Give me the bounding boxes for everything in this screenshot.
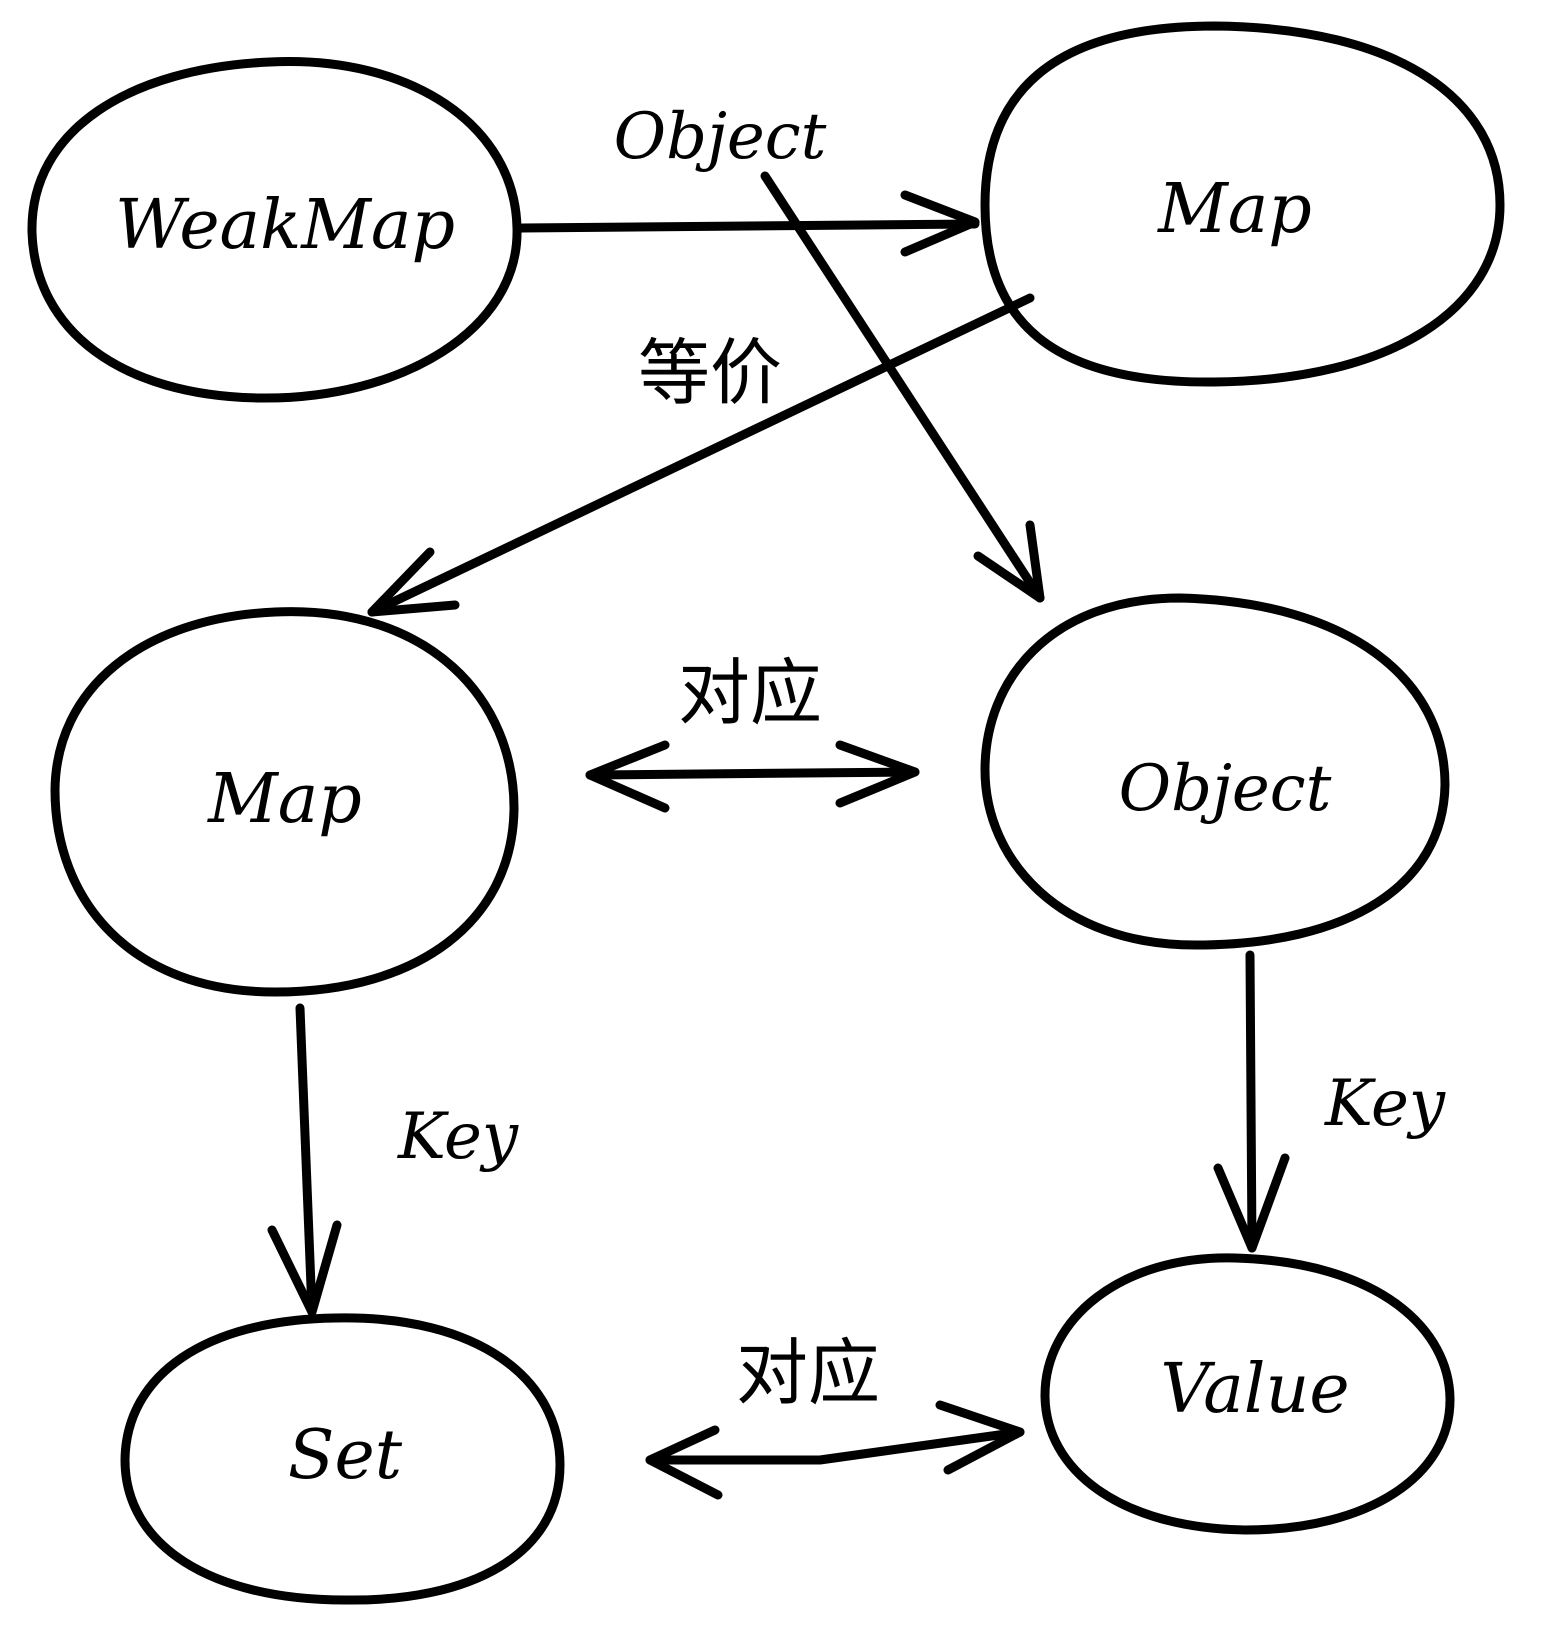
edge-map-to-set-arrowhead (267, 1220, 342, 1317)
edge-label-key-left: Key (397, 1100, 519, 1174)
edge-set-value-arrowhead-left (645, 1425, 723, 1500)
edge-object-label-to-object-arrowhead (973, 520, 1045, 603)
node-object-right: Object (980, 593, 1450, 950)
node-value-shape (1040, 1253, 1455, 1535)
edge-set-value-line (645, 1427, 1025, 1465)
node-set-shape (120, 1313, 565, 1605)
edge-map-object-arrowhead-left (585, 740, 670, 813)
node-weakmap: WeakMap (27, 57, 522, 403)
node-map-left-shape (50, 607, 519, 997)
node-object-right-label: Object (1119, 752, 1332, 826)
edge-map-to-map-line (367, 293, 1035, 617)
edge-weakmap-to-map-line (517, 219, 980, 233)
edge-label-equivalent: 等价 (638, 331, 782, 415)
edge-object-to-value-arrowhead (1213, 1153, 1290, 1253)
edge-map-object-line (585, 767, 920, 780)
edge-map-to-map-arrowhead (367, 547, 460, 617)
edge-object-label-to-object-line (760, 171, 1045, 603)
node-map-left: Map (50, 607, 519, 997)
edge-object-to-value (1213, 950, 1290, 1253)
node-value: Value (1040, 1253, 1455, 1535)
edge-label-object: Object (614, 100, 827, 174)
edge-object-to-value-line (1245, 950, 1257, 1253)
edge-map-to-set-line (295, 1003, 317, 1317)
node-object-right-shape (980, 593, 1450, 950)
edge-weakmap-to-map-arrowhead (900, 190, 980, 257)
node-set: Set (120, 1313, 565, 1605)
node-set-label: Set (288, 1416, 403, 1495)
node-weakmap-label: WeakMap (115, 186, 455, 265)
edge-map-to-set (267, 1003, 342, 1317)
node-value-label: Value (1160, 1350, 1349, 1429)
edge-label-corresponds-top: 对应 (678, 651, 822, 735)
node-map-left-label: Map (206, 760, 362, 839)
edge-label-corresponds-bottom: 对应 (736, 1331, 880, 1415)
edge-set-value-arrowhead-right (935, 1400, 1025, 1475)
edge-map-to-map (367, 293, 1035, 617)
node-map-top: Map (980, 21, 1505, 387)
edge-set-value-bidirectional (645, 1400, 1025, 1500)
node-map-top-shape (980, 21, 1505, 387)
node-map-top-label: Map (1156, 170, 1312, 249)
edge-map-object-bidirectional (585, 740, 920, 813)
edge-map-object-arrowhead-right (835, 740, 920, 808)
edge-label-key-right: Key (1324, 1067, 1446, 1141)
node-weakmap-shape (27, 57, 522, 403)
edge-weakmap-to-map (517, 190, 980, 257)
edge-object-label-to-object (760, 171, 1045, 603)
